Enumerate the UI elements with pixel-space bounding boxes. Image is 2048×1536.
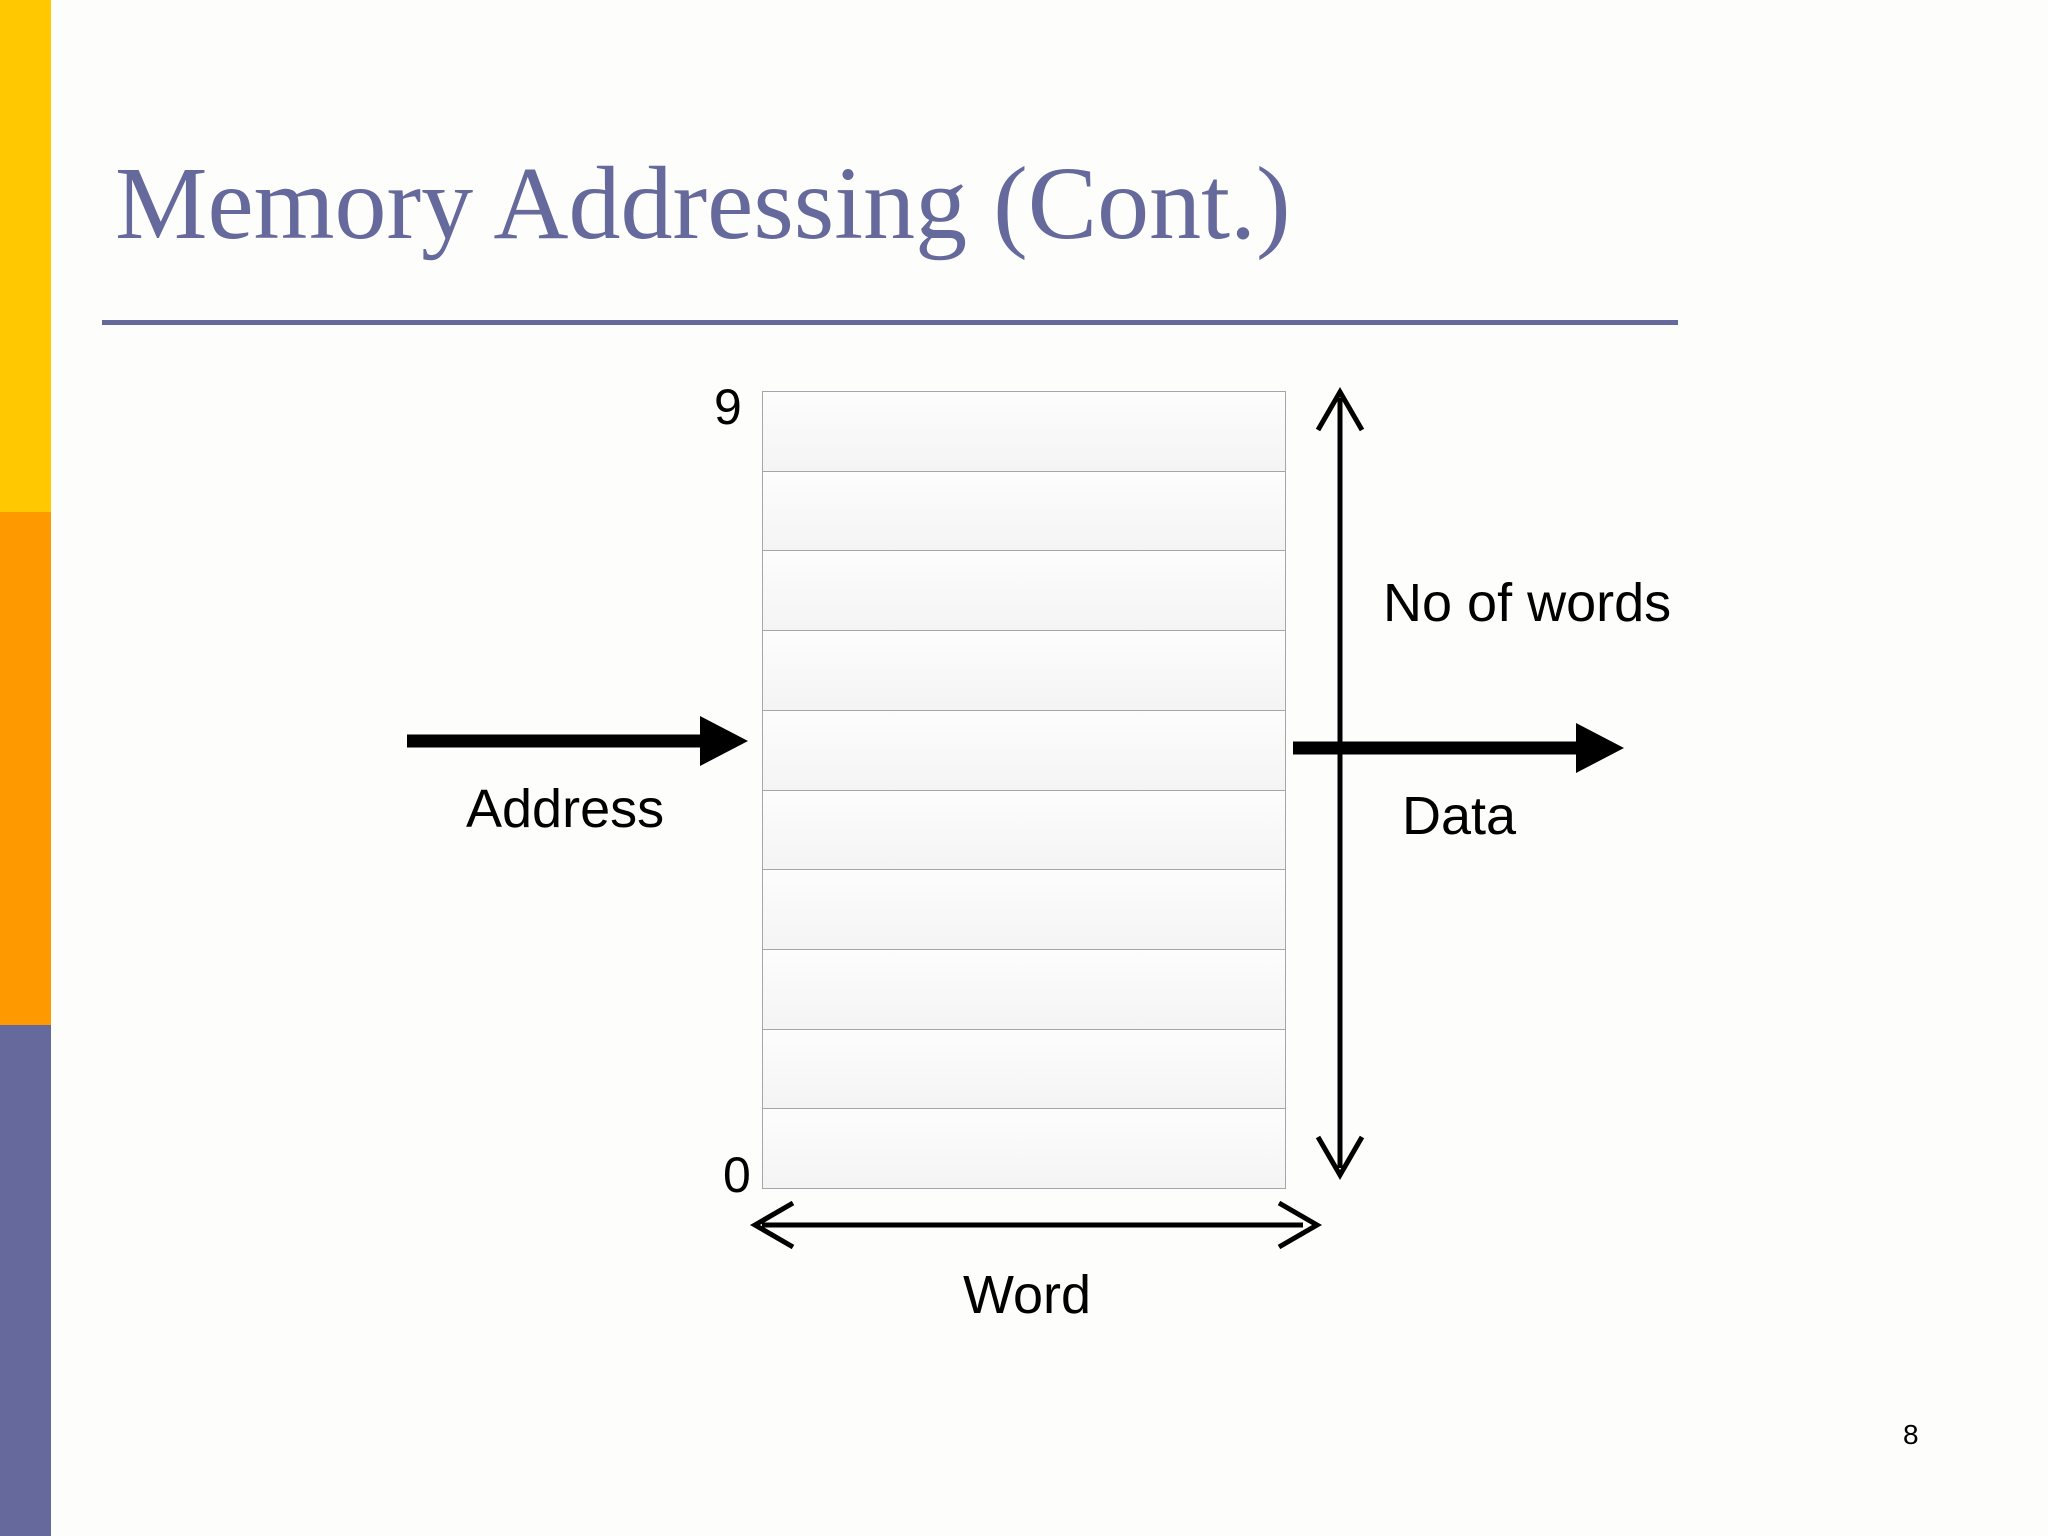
title-underline-rule — [102, 320, 1678, 325]
no-of-words-dimension-arrow-icon — [1315, 387, 1365, 1180]
page-number: 8 — [1903, 1419, 1919, 1450]
yellow-stripe — [0, 0, 51, 512]
memory-cell — [763, 949, 1285, 1030]
address-arrow-icon — [407, 716, 748, 766]
bottom-address-label: 0 — [723, 1147, 751, 1203]
orange-stripe — [0, 512, 51, 1025]
memory-cell — [763, 471, 1285, 552]
data-label: Data — [1402, 786, 1517, 846]
memory-cell — [763, 710, 1285, 791]
no-of-words-label: No of words — [1383, 573, 1672, 633]
word-label: Word — [963, 1265, 1092, 1325]
memory-cell — [763, 392, 1285, 472]
address-label: Address — [466, 779, 665, 839]
memory-cell — [763, 551, 1285, 632]
memory-cell — [763, 1109, 1285, 1189]
data-arrow-icon — [1293, 723, 1624, 773]
purple-stripe — [0, 1025, 51, 1536]
memory-cell — [763, 1029, 1285, 1110]
memory-cell — [763, 790, 1285, 871]
top-address-label: 9 — [714, 379, 742, 435]
memory-array-block — [762, 391, 1286, 1189]
page-title: Memory Addressing (Cont.) — [115, 146, 1291, 261]
word-dimension-arrow-icon — [750, 1200, 1322, 1250]
memory-cell — [763, 870, 1285, 950]
memory-cell — [763, 631, 1285, 711]
